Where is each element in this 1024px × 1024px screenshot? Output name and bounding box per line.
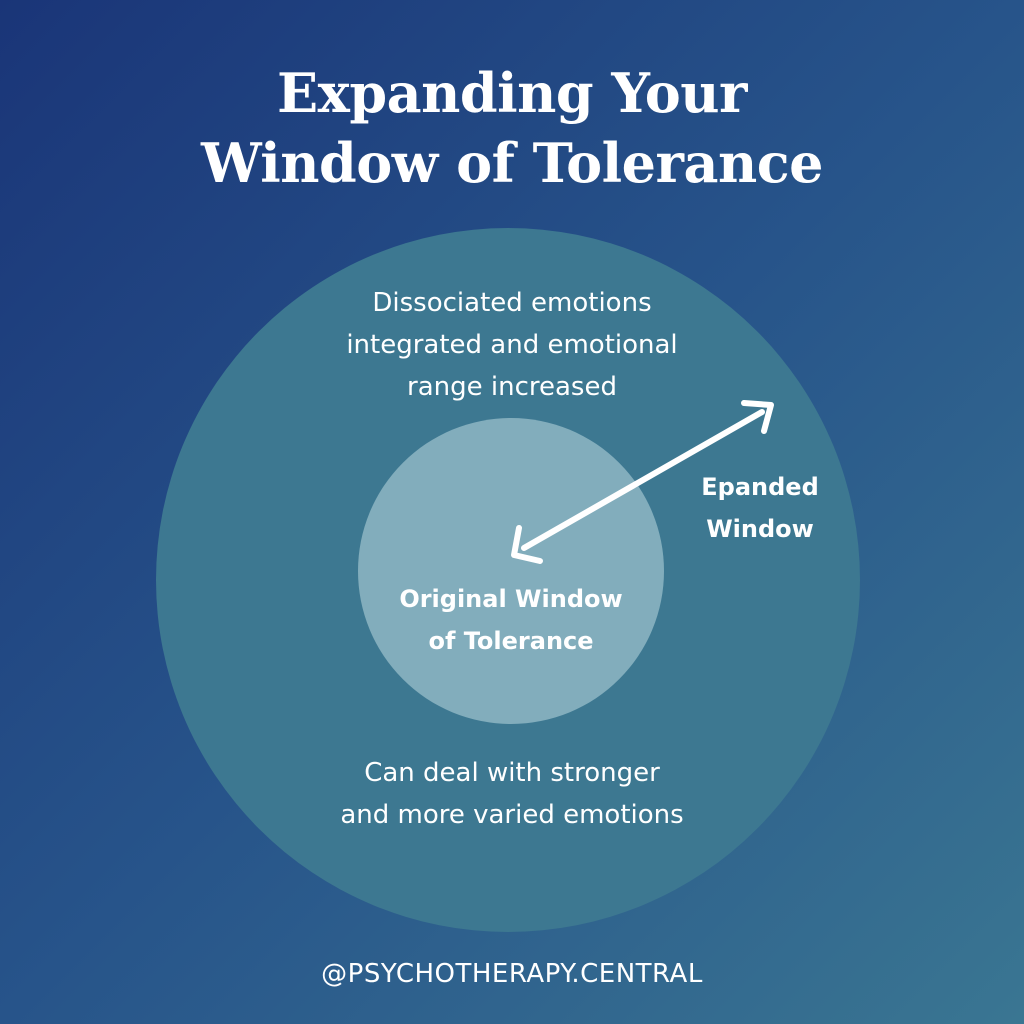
title-line-2: Window of Tolerance	[201, 131, 823, 195]
original-window-circle	[358, 418, 664, 724]
expanded-window-benefit: Can deal with stronger and more varied e…	[262, 752, 762, 836]
expanded-label-line-2: Window	[706, 515, 814, 543]
expanded-window-label: Epanded Window	[678, 466, 842, 550]
title-line-1: Expanding Your	[276, 61, 748, 125]
original-window-label: Original Window of Tolerance	[358, 578, 664, 662]
expanded-window-description: Dissociated emotions integrated and emot…	[262, 282, 762, 408]
benefit-line-1: Can deal with stronger	[364, 758, 660, 788]
footer-handle: @PSYCHOTHERAPY.CENTRAL	[321, 959, 703, 989]
original-label-line-1: Original Window	[399, 585, 623, 613]
page-title: Expanding Your Window of Tolerance	[0, 58, 1024, 198]
description-line-2: integrated and emotional	[346, 330, 678, 360]
benefit-line-2: and more varied emotions	[340, 800, 684, 830]
original-label-line-2: of Tolerance	[428, 627, 594, 655]
description-line-3: range increased	[407, 372, 617, 402]
expanded-label-line-1: Epanded	[701, 473, 819, 501]
description-line-1: Dissociated emotions	[372, 288, 652, 318]
